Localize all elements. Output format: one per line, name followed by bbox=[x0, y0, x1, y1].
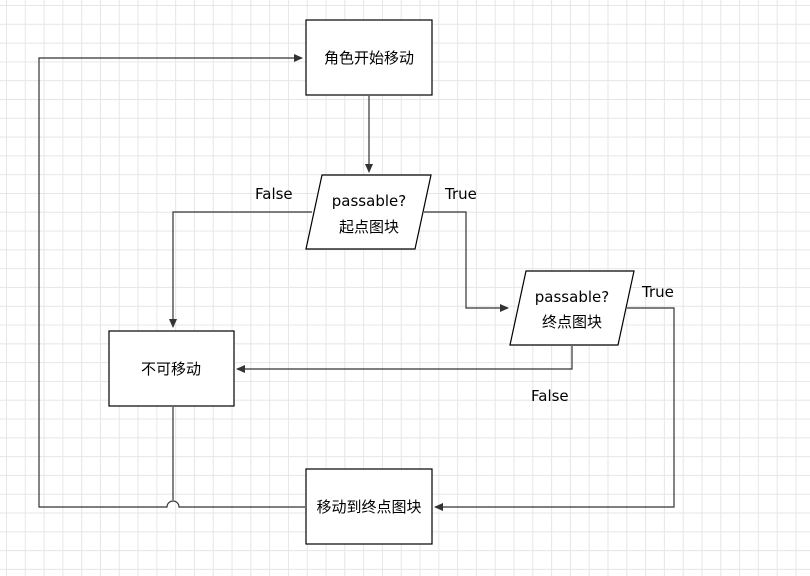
edge-label-end-true: True bbox=[641, 283, 674, 301]
node-check-end-line2: 终点图块 bbox=[542, 313, 602, 331]
edge-check-end-false bbox=[236, 346, 573, 373]
node-start-label: 角色开始移动 bbox=[324, 49, 414, 67]
edge-label-start-false: False bbox=[255, 185, 293, 203]
node-cannot-move: 不可移动 bbox=[108, 330, 235, 407]
edge-check-start-true bbox=[424, 211, 509, 312]
node-check-start-line2: 起点图块 bbox=[339, 218, 399, 236]
node-check-start-line1: passable? bbox=[332, 192, 406, 210]
node-check-start: passable? 起点图块 bbox=[305, 174, 432, 250]
node-cannot-move-label: 不可移动 bbox=[141, 360, 201, 378]
node-move-to-end: 移动到终点图块 bbox=[305, 468, 433, 545]
edge-label-start-true: True bbox=[444, 185, 477, 203]
edge-cannot-move-loop-back bbox=[38, 58, 305, 508]
node-check-end: passable? 终点图块 bbox=[509, 270, 635, 346]
edge-check-end-true bbox=[434, 307, 675, 511]
node-check-end-line1: passable? bbox=[535, 288, 609, 306]
edge-check-start-false bbox=[169, 211, 312, 328]
edge-label-end-false: False bbox=[531, 387, 569, 405]
node-move-to-end-label: 移动到终点图块 bbox=[316, 498, 421, 516]
node-start: 角色开始移动 bbox=[305, 19, 433, 96]
